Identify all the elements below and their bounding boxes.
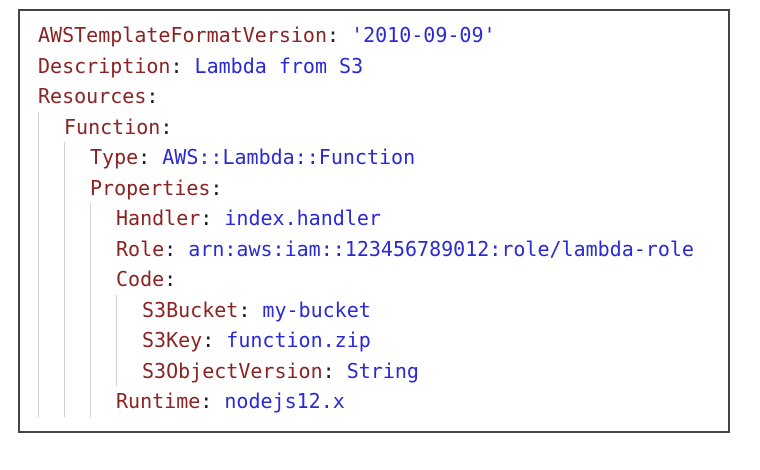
colon: : <box>238 297 251 322</box>
yaml-value: arn:aws:iam::123456789012:role/lambda-ro… <box>188 236 694 261</box>
indent-guide <box>64 233 90 264</box>
yaml-key: Function <box>64 114 161 139</box>
indent-guide <box>64 142 90 173</box>
indent-guide <box>38 233 64 264</box>
code-line: Type: AWS::Lambda::Function <box>38 142 720 173</box>
code-line: S3Key: function.zip <box>38 325 720 356</box>
indent-guide <box>64 203 90 234</box>
indent-guide <box>38 142 64 173</box>
colon: : <box>200 206 213 230</box>
indent-guide <box>64 355 90 386</box>
indent-guide <box>90 264 116 295</box>
yaml-value: Lambda from S3 <box>194 53 364 78</box>
colon: : <box>170 53 183 78</box>
colon: : <box>200 389 213 413</box>
yaml-value: my-bucket <box>262 297 371 322</box>
yaml-value: nodejs12.x <box>224 389 345 413</box>
indent-guide <box>90 203 116 234</box>
indent-guide <box>64 264 90 295</box>
colon: : <box>160 114 173 139</box>
indent-guide <box>64 325 90 356</box>
yaml-value: String <box>346 358 419 383</box>
colon: : <box>326 23 340 47</box>
indent-guide <box>38 294 64 325</box>
yaml-key: Properties <box>90 175 211 200</box>
code-line: Properties: <box>38 172 720 203</box>
code-line: Runtime: nodejs12.x <box>38 386 720 417</box>
code-line: AWSTemplateFormatVersion: '2010-09-09' <box>38 20 720 51</box>
code-line: S3Bucket: my-bucket <box>38 294 720 325</box>
colon: : <box>164 267 177 291</box>
yaml-key: Runtime <box>116 389 201 413</box>
yaml-key: Description <box>38 53 171 78</box>
indent-guide <box>38 111 64 142</box>
yaml-key: Type <box>90 145 139 169</box>
indent-guide <box>38 386 64 417</box>
code-line: Role: arn:aws:iam::123456789012:role/lamb… <box>38 233 720 264</box>
indent-guide <box>38 264 64 295</box>
yaml-key: Code <box>116 267 165 291</box>
indent-guide <box>90 355 116 386</box>
colon: : <box>210 175 223 200</box>
code-line: Description: Lambda from S3 <box>38 51 720 82</box>
indent-guide <box>90 386 116 417</box>
indent-guide <box>38 355 64 386</box>
code-line: Handler: index.handler <box>38 203 720 234</box>
code-line: Code: <box>38 264 720 295</box>
indent-guide <box>116 294 142 325</box>
yaml-key: AWSTemplateFormatVersion <box>38 23 327 47</box>
indent-guide <box>64 294 90 325</box>
yaml-code-block: AWSTemplateFormatVersion: '2010-09-09' Des… <box>18 9 730 433</box>
yaml-key: S3Bucket <box>142 297 239 322</box>
indent-guide <box>116 325 142 356</box>
yaml-value: AWS::Lambda::Function <box>162 145 416 169</box>
indent-guide <box>90 294 116 325</box>
code-line: S3ObjectVersion: String <box>38 355 720 386</box>
indent-guide <box>38 203 64 234</box>
colon: : <box>164 236 177 261</box>
indent-guide <box>64 386 90 417</box>
yaml-value: '2010-09-09' <box>351 23 496 47</box>
indent-guide <box>90 325 116 356</box>
indent-guide <box>64 172 90 203</box>
code-lines: AWSTemplateFormatVersion: '2010-09-09' Des… <box>38 20 720 417</box>
indent-guide <box>116 355 142 386</box>
yaml-key: Handler <box>116 206 201 230</box>
colon: : <box>202 328 215 352</box>
colon: : <box>322 358 335 383</box>
yaml-key: S3ObjectVersion <box>142 358 323 383</box>
yaml-key: Resources <box>38 84 147 108</box>
indent-guide <box>38 325 64 356</box>
yaml-value: function.zip <box>226 328 371 352</box>
indent-guide <box>38 172 64 203</box>
code-line: Resources: <box>38 81 720 112</box>
yaml-key: S3Key <box>142 328 203 352</box>
yaml-value: index.handler <box>224 206 381 230</box>
colon: : <box>138 145 151 169</box>
yaml-key: Role <box>116 236 165 261</box>
colon: : <box>146 84 159 108</box>
indent-guide <box>90 233 116 264</box>
code-line: Function: <box>38 111 720 142</box>
